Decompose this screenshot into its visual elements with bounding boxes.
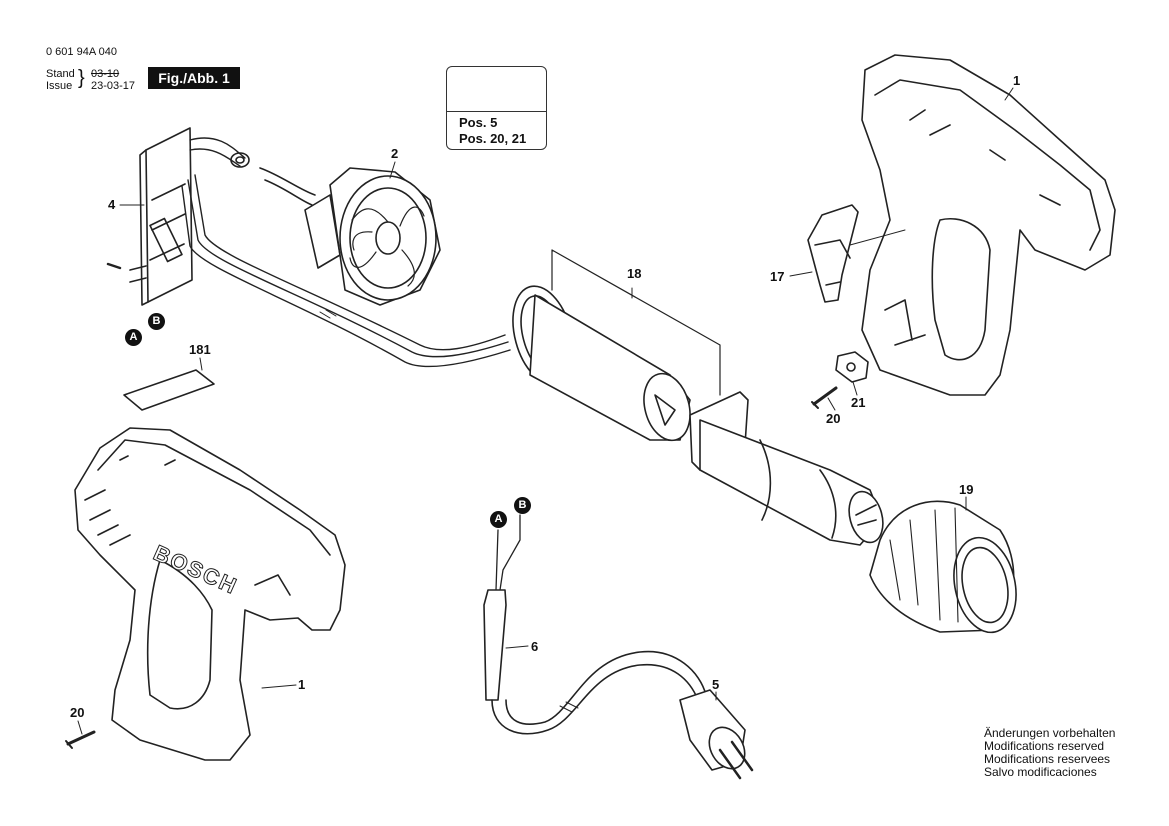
warning-pos-line-1: Pos. 5 <box>459 115 498 130</box>
notice-es: Salvo modificaciones <box>984 765 1097 779</box>
callout-21: 21 <box>851 395 866 410</box>
connector-a-badge: A <box>125 329 142 346</box>
callout-20-left: 20 <box>70 705 85 720</box>
part-17-slider <box>807 204 906 303</box>
warning-pos-line-2: Pos. 20, 21 <box>459 131 527 146</box>
cable-b-badge: B <box>514 497 531 514</box>
callout-2: 2 <box>391 146 399 161</box>
part-number: 0 601 94A 040 <box>46 46 117 58</box>
internal-wiring <box>181 137 511 368</box>
cable-a-badge: A <box>490 511 507 528</box>
callout-17: 17 <box>770 269 785 284</box>
issue-label: Issue <box>46 80 73 92</box>
figure-label: Fig./Abb. 1 <box>148 67 240 89</box>
notice-fr: Modifications reservees <box>984 752 1111 766</box>
part-20-screw-left <box>65 730 96 749</box>
callout-1-top: 1 <box>1013 73 1021 88</box>
callout-19: 19 <box>959 482 974 497</box>
part-5-plug <box>679 689 754 780</box>
part-1-housing-half-bottom <box>74 427 346 761</box>
part-19-nozzle <box>869 500 1017 634</box>
notice-de: Änderungen vorbehalten <box>984 726 1116 740</box>
bracket-glyph: } <box>78 67 85 89</box>
callout-4: 4 <box>108 197 116 212</box>
part-1-housing-half-top <box>861 54 1116 396</box>
callout-leaders <box>77 87 1014 735</box>
safety-warning-box: Pos. 5 Pos. 20, 21 <box>446 66 547 150</box>
part-18-heating-element <box>512 249 884 546</box>
part-21-clip <box>835 351 869 383</box>
stand-label: Stand <box>46 68 75 80</box>
callout-18: 18 <box>627 266 642 281</box>
warning-divider <box>447 111 546 112</box>
modifications-notice: Änderungen vorbehalten Modifications res… <box>984 727 1115 779</box>
callout-1-bottom: 1 <box>298 677 306 692</box>
part-2-fan-motor <box>230 152 441 306</box>
callout-6: 6 <box>531 639 539 654</box>
part-181-label <box>123 369 215 411</box>
part-20-screw-right <box>811 386 838 409</box>
part-4-switch-board <box>106 127 193 306</box>
stand-value: 03-10 <box>91 68 120 80</box>
callout-20-right: 20 <box>826 411 841 426</box>
callout-181: 181 <box>189 342 211 357</box>
connector-b-badge: B <box>148 313 165 330</box>
part-6-cable <box>483 514 707 735</box>
issue-value: 23-03-17 <box>91 80 136 92</box>
callout-5: 5 <box>712 677 720 692</box>
notice-en: Modifications reserved <box>984 739 1105 753</box>
